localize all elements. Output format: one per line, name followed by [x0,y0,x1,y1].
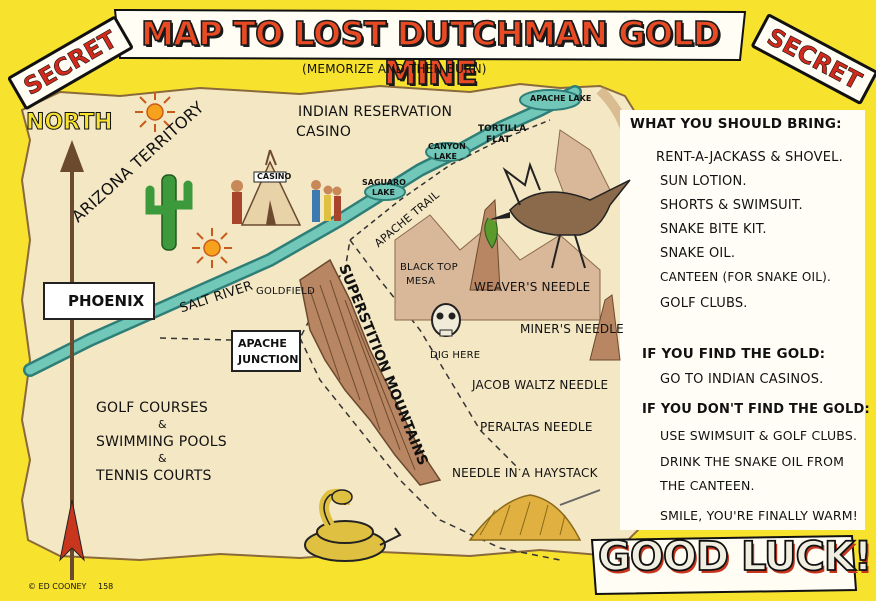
bring-item: SHORTS & SWIMSUIT. [660,198,803,213]
black-top-mesa-label-2: MESA [406,276,436,287]
black-top-mesa-label-1: BLACK TOP [400,262,458,273]
casino-sign: CASINO [257,172,292,181]
road-path-south [299,337,561,561]
cactus-icon [145,174,193,251]
superstition-ridge [299,258,442,486]
apache-junction-box [231,330,301,372]
saguaro-lake [364,183,406,201]
notfound-item: USE SWIMSUIT & GOLF CLUBS. [660,428,858,443]
notfound-item: DRINK THE SNAKE OIL FROM [660,454,845,469]
saguaro-lake-label-2: LAKE [372,188,395,197]
tortilla-flat-label-1: TORTILLA [478,124,527,134]
casino-label: CASINO [296,124,352,140]
tortilla-flat-label-2: FLAT [486,135,511,145]
notfound-heading: IF YOU DON'T FIND THE GOLD: [642,402,870,417]
canyon-lake-label-1: CANYON [428,142,466,151]
indian-reservation-label: INDIAN RESERVATION [298,104,453,120]
ampersand-2: & [158,452,167,465]
road-path-east [349,239,521,471]
apache-junction-label-1: APACHE [238,337,287,350]
artist-credit: © ED COONEY [28,582,87,591]
north-arrow-icon [59,140,85,580]
bring-item: SNAKE BITE KIT. [660,222,767,237]
north-label: NORTH [26,110,113,136]
goldfield-label: GOLDFIELD [256,286,315,297]
phoenix-label: PHOENIX [68,292,145,310]
bring-item: SUN LOTION. [660,174,747,189]
canyon-lake-label-2: LAKE [434,152,457,161]
tennis-courts-label: TENNIS COURTS [96,468,212,484]
map-title: MAP TO LOST DUTCHMAN GOLD MINE [140,13,721,93]
bring-item: CANTEEN (FOR SNAKE OIL). [660,270,832,284]
apache-lake [519,89,581,111]
phoenix-box [43,282,155,320]
bring-item: RENT-A-JACKASS & SHOVEL. [656,150,843,165]
canyon-lake [425,142,471,162]
miners-needle-label: MINER'S NEEDLE [520,322,624,336]
weavers-needle-label: WEAVER'S NEEDLE [474,280,591,294]
notfound-item: SMILE, YOU'RE FINALLY WARM! [660,508,858,523]
mountain-hatching [309,279,416,471]
good-luck-banner [590,534,858,596]
rattlesnake-icon [304,488,402,562]
figures-icon [231,180,342,224]
apache-junction-label-2: JUNCTION [238,353,299,366]
apache-lake-label: APACHE LAKE [530,94,592,103]
bring-item: GOLF CLUBS. [660,296,748,311]
found-item: GO TO INDIAN CASINOS. [660,372,824,387]
roadrunner-icon [484,161,631,269]
bring-item: SNAKE OIL. [660,246,736,261]
dig-here-label: DIG HERE [430,350,481,361]
swimming-pools-label: SWIMMING POOLS [96,434,227,450]
road-path [159,239,351,341]
haystack-icon [468,489,601,541]
apache-trail-path [349,119,551,241]
good-luck-text: GOOD LUCK! [597,533,873,581]
peraltas-needle-label: PERALTAS NEEDLE [480,420,593,434]
card-number: 158 [98,582,114,591]
sun-icon [135,92,175,132]
teepee-icon [240,149,302,226]
ampersand-1: & [158,418,167,431]
found-heading: IF YOU FIND THE GOLD: [642,346,826,362]
bring-heading: WHAT YOU SHOULD BRING: [630,116,842,132]
needle-in-haystack-label: NEEDLE IN A HAYSTACK [452,466,598,480]
sun-icon [192,228,232,268]
notfound-item: THE CANTEEN. [660,478,755,493]
jacob-waltz-needle-label: JACOB WALTZ NEEDLE [472,378,609,392]
miners-needle-rock [589,294,621,361]
saguaro-lake-label-1: SAGUARO [362,178,406,187]
golf-courses-label: GOLF COURSES [96,400,208,416]
skull-icon [431,303,461,337]
list-panel [620,110,865,530]
subtitle: (MEMORIZE AND THEN BURN) [302,62,487,76]
